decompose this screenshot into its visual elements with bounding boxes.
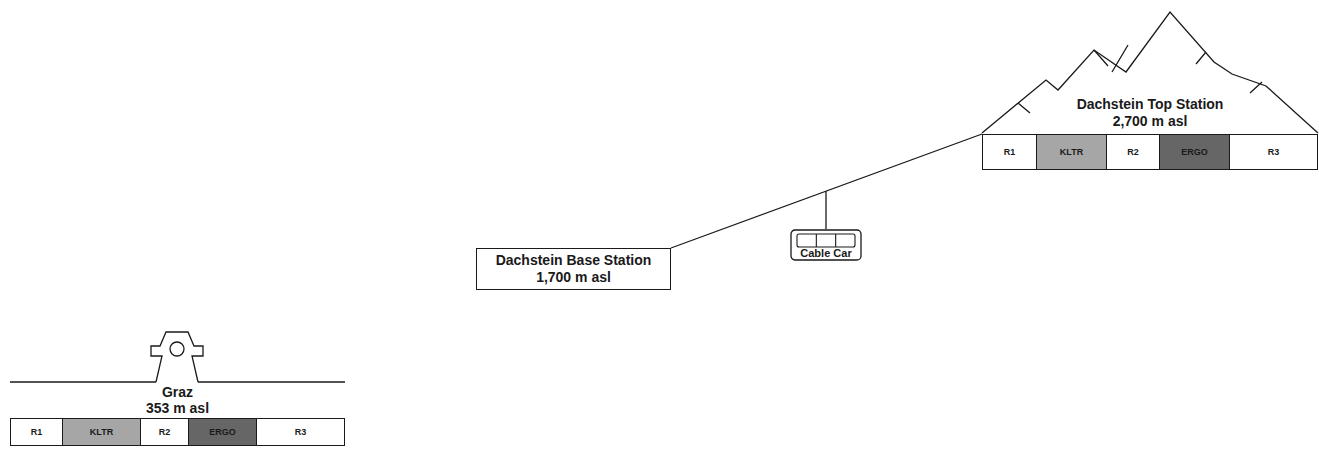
station-band: Dachstein Top Station2,700 m aslR1 KLTR R2… (982, 96, 1318, 170)
node-label: Dachstein Base Station (496, 252, 652, 269)
node-label: Graz (162, 384, 193, 400)
room-cell: R3 (1229, 134, 1318, 170)
node-label: Cable Car (790, 247, 862, 259)
room-cell: KLTR (62, 418, 141, 446)
room-cell: ERGO (1159, 134, 1230, 170)
room-cell: R2 (140, 418, 189, 446)
node-label: R3 (1268, 147, 1280, 157)
node-label: ERGO (1181, 147, 1208, 157)
ground-line (10, 381, 345, 382)
node-label: KLTR (1060, 147, 1083, 157)
room-cell: KLTR (1036, 134, 1107, 170)
node-label: R1 (1004, 147, 1016, 157)
station-band: Graz353 m aslR1 KLTR R2 ERGO R3 (10, 384, 345, 446)
node-sublabel: 353 m asl (146, 400, 209, 416)
node-label: R2 (1127, 147, 1139, 157)
station-box: Dachstein Base Station1,700 m asl (476, 248, 671, 290)
node-label: R1 (31, 427, 43, 437)
cable-car: Cable Car (790, 229, 862, 261)
room-cell: R1 (10, 418, 63, 446)
node-label: R2 (159, 427, 171, 437)
node-label: ERGO (209, 427, 236, 437)
node-label: KLTR (90, 427, 113, 437)
hanger-line (825, 191, 826, 229)
station-heading: Graz353 m asl (10, 384, 345, 416)
clock-tower-icon (151, 332, 203, 382)
clock-face (170, 342, 184, 356)
room-cell: R1 (982, 134, 1037, 170)
mountain-ridge-lines (1018, 45, 1262, 113)
node-sublabel: 1,700 m asl (536, 269, 611, 286)
node-sublabel: 2,700 m asl (1113, 113, 1188, 130)
room-cell: R3 (256, 418, 345, 446)
node-label: R3 (295, 427, 307, 437)
node-label: Dachstein Top Station (1077, 96, 1224, 113)
mountain-outline (982, 12, 1318, 133)
room-cell: R2 (1106, 134, 1160, 170)
room-cell: ERGO (188, 418, 257, 446)
station-heading: Dachstein Top Station2,700 m asl (982, 96, 1318, 132)
